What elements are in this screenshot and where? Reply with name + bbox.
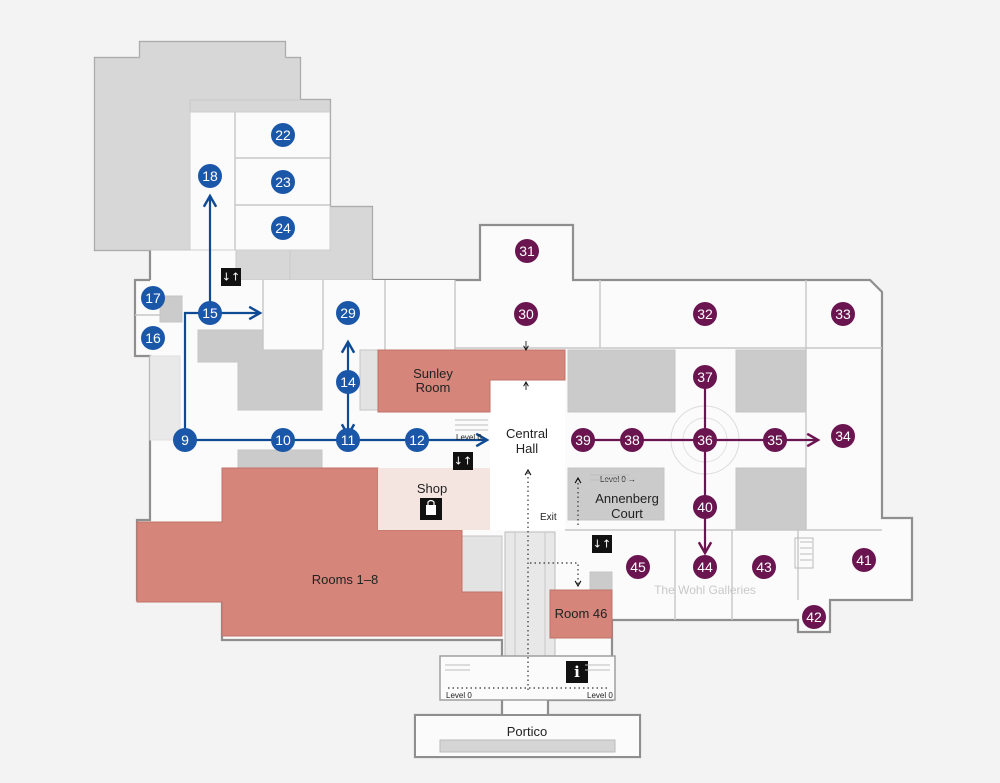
svg-text:31: 31 — [519, 243, 535, 259]
room-marker-33[interactable]: 33 — [831, 302, 855, 326]
lift-icon[interactable]: ↓↑ — [453, 452, 473, 470]
room-marker-9[interactable]: 9 — [173, 428, 197, 452]
central-hall-label-1: Central — [506, 426, 548, 441]
shopping-bag-icon[interactable] — [420, 498, 442, 520]
lift-icon[interactable]: ↓↑ — [221, 268, 241, 286]
stairs — [445, 419, 812, 671]
information-icon[interactable]: i — [566, 661, 588, 683]
lift-icon[interactable]: ↓↑ — [592, 535, 612, 553]
area-labels: Sunley Room Central Hall Shop Annenberg … — [312, 366, 756, 739]
room-46-label: Room 46 — [555, 606, 608, 621]
room-marker-24[interactable]: 24 — [271, 216, 295, 240]
room-marker-30[interactable]: 30 — [514, 302, 538, 326]
room-marker-45[interactable]: 45 — [626, 555, 650, 579]
svg-text:↓↑: ↓↑ — [593, 538, 611, 551]
rooms-1-8[interactable] — [136, 467, 503, 637]
room-marker-41[interactable]: 41 — [852, 548, 876, 572]
room-marker-31[interactable]: 31 — [515, 239, 539, 263]
svg-text:i: i — [574, 663, 580, 681]
svg-text:9: 9 — [181, 432, 189, 448]
svg-text:37: 37 — [697, 369, 713, 385]
room-marker-29[interactable]: 29 — [336, 301, 360, 325]
svg-text:↓↑: ↓↑ — [222, 271, 240, 284]
svg-text:35: 35 — [767, 432, 783, 448]
svg-text:38: 38 — [624, 432, 640, 448]
room-46[interactable] — [549, 589, 613, 639]
svg-text:43: 43 — [756, 559, 772, 575]
room-marker-23[interactable]: 23 — [271, 170, 295, 194]
room-marker-22[interactable]: 22 — [271, 123, 295, 147]
svg-text:30: 30 — [518, 306, 534, 322]
room-marker-17[interactable]: 17 — [141, 286, 165, 310]
room-marker-11[interactable]: 11 — [336, 428, 360, 452]
svg-text:36: 36 — [697, 432, 713, 448]
room-marker-44[interactable]: 44 — [693, 555, 717, 579]
level-0-label-1: Level 0 — [456, 433, 482, 442]
svg-text:45: 45 — [630, 559, 646, 575]
sunley-room[interactable] — [377, 349, 566, 413]
svg-text:29: 29 — [340, 305, 356, 321]
svg-text:24: 24 — [275, 220, 291, 236]
highlighted-rooms — [136, 349, 613, 639]
room-marker-35[interactable]: 35 — [763, 428, 787, 452]
room-marker-12[interactable]: 12 — [405, 428, 429, 452]
dotted-paths — [448, 341, 608, 690]
svg-text:42: 42 — [806, 609, 822, 625]
svg-text:34: 34 — [835, 428, 851, 444]
room-marker-14[interactable]: 14 — [336, 370, 360, 394]
svg-text:33: 33 — [835, 306, 851, 322]
room-marker-18[interactable]: 18 — [198, 164, 222, 188]
svg-text:41: 41 — [856, 552, 872, 568]
purple-room-markers: 30 31 32 33 34 35 36 37 38 39 40 41 42 4… — [514, 239, 876, 629]
level-0-label-3: Level 0 — [446, 691, 472, 700]
annenberg-court-label-1: Annenberg — [595, 491, 659, 506]
wohl-galleries-label: The Wohl Galleries — [654, 583, 756, 597]
svg-text:22: 22 — [275, 127, 291, 143]
room-marker-10[interactable]: 10 — [271, 428, 295, 452]
svg-text:18: 18 — [202, 168, 218, 184]
room-marker-40[interactable]: 40 — [693, 495, 717, 519]
portico-label: Portico — [507, 724, 547, 739]
blue-room-markers: 9 10 11 12 14 15 16 17 18 22 23 24 29 — [141, 123, 429, 452]
exit-label: Exit — [540, 512, 557, 523]
svg-text:14: 14 — [340, 374, 356, 390]
annenberg-court-label-2: Court — [611, 506, 643, 521]
svg-text:40: 40 — [697, 499, 713, 515]
svg-text:11: 11 — [341, 432, 356, 448]
level-0-label-4: Level 0 — [587, 691, 613, 700]
sunley-room-label-2: Room — [416, 380, 451, 395]
room-marker-37[interactable]: 37 — [693, 365, 717, 389]
svg-text:10: 10 — [275, 432, 291, 448]
room-marker-39[interactable]: 39 — [571, 428, 595, 452]
svg-text:32: 32 — [697, 306, 713, 322]
rooms-1-8-label: Rooms 1–8 — [312, 572, 378, 587]
room-marker-38[interactable]: 38 — [620, 428, 644, 452]
room-marker-36[interactable]: 36 — [693, 428, 717, 452]
central-hall-label-2: Hall — [516, 441, 539, 456]
svg-text:15: 15 — [202, 305, 218, 321]
central-hall-area — [414, 380, 641, 758]
svg-text:44: 44 — [697, 559, 713, 575]
svg-text:23: 23 — [275, 174, 291, 190]
svg-text:16: 16 — [145, 330, 161, 346]
room-marker-43[interactable]: 43 — [752, 555, 776, 579]
svg-text:↓↑: ↓↑ — [454, 455, 472, 468]
svg-text:39: 39 — [575, 432, 591, 448]
room-marker-15[interactable]: 15 — [198, 301, 222, 325]
room-marker-42[interactable]: 42 — [802, 605, 826, 629]
sunley-room-label-1: Sunley — [413, 366, 453, 381]
room-marker-34[interactable]: 34 — [831, 424, 855, 448]
room-marker-32[interactable]: 32 — [693, 302, 717, 326]
svg-text:12: 12 — [409, 432, 425, 448]
room-marker-16[interactable]: 16 — [141, 326, 165, 350]
shop-label: Shop — [417, 481, 447, 496]
purple-wing-rooms — [455, 280, 882, 620]
svg-text:17: 17 — [145, 290, 161, 306]
